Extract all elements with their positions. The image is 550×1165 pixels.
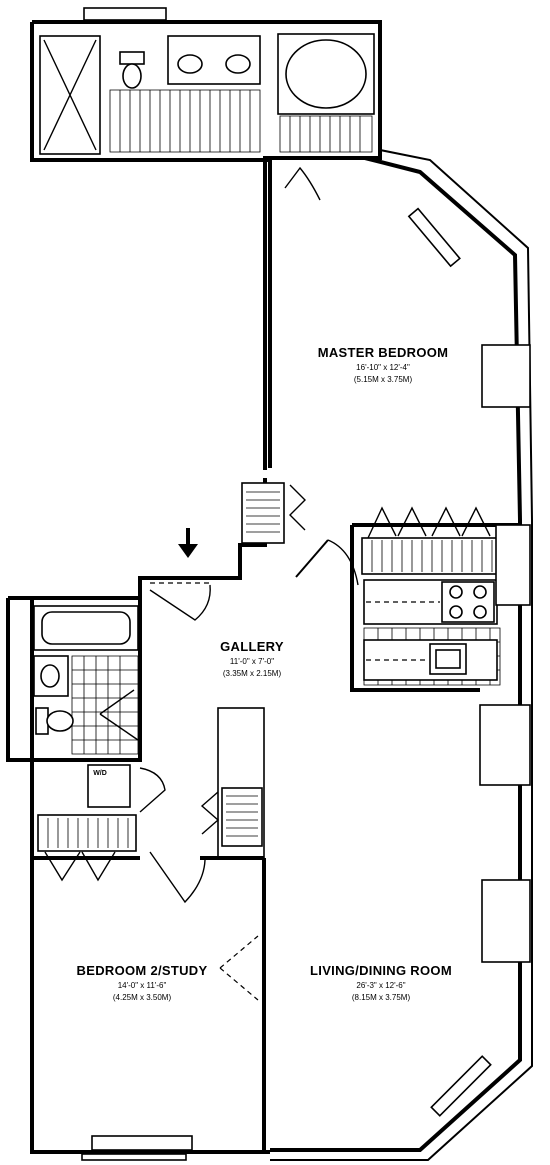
window-unit [430,1055,492,1117]
cooktop-icon [441,581,495,623]
room-label-bedroom-2: BEDROOM 2/STUDY [77,963,208,978]
washer-dryer-label: W/D [93,770,107,777]
pocket-door [219,935,259,1001]
column [495,524,531,606]
burner-icon [473,605,487,619]
burner-icon [473,585,487,599]
room-label-living-dining: LIVING/DINING ROOM [310,963,452,978]
bath-door-swing [284,166,321,201]
room-label-master-bedroom: MASTER BEDROOM [318,345,449,360]
room-dim-gallery: 11'-0" x 7'-0" [230,657,274,666]
toilet-bowl-icon [46,710,74,732]
master-bedroom: MASTER BEDROOM 16'-10" x 12'-4" (5.15M x… [318,207,531,408]
washer-dryer [87,764,131,808]
column [481,344,531,408]
toilet-icon [119,51,145,65]
burner-icon [449,585,463,599]
sink-icon [225,54,251,74]
bath-floor-tile [109,89,373,153]
window-unit [407,207,461,268]
kitchen [350,506,520,692]
column [481,879,531,963]
room-dim-metric-living-dining: (8.15M x 3.75M) [352,993,411,1002]
column [479,704,531,786]
master-bath [39,33,375,201]
gallery-closets [241,482,359,586]
entry-door-swing [149,584,211,621]
room-dim-master-bedroom: 16'-10" x 12'-4" [356,363,410,372]
laundry-closet: W/D [37,707,265,882]
toilet-bowl-icon [122,63,142,89]
closet-shelving [221,787,263,847]
window-unit [91,1135,193,1151]
room-dim-metric-bedroom-2: (4.25M x 3.50M) [113,993,172,1002]
second-bath [30,598,142,762]
room-dim-living-dining: 26'-3" x 12'-6" [356,981,405,990]
room-label-gallery: GALLERY [220,639,284,654]
bedroom-door-swing [149,851,206,904]
burner-icon [449,605,463,619]
bedroom-2: BEDROOM 2/STUDY 14'-0" x 11'-6" (4.25M x… [32,7,266,1161]
living-dining: LIVING/DINING ROOM 26'-3" x 12'-6" (8.15… [310,963,452,1002]
bath-floor-tile [71,655,139,755]
closet-shelving [241,482,285,544]
sink-icon [177,54,203,74]
sink-icon [40,664,60,688]
vanity-counter [33,655,69,697]
shower-stall [39,35,101,155]
room-dim-bedroom-2: 14'-0" x 11'-6" [118,981,167,990]
window-unit [83,7,167,21]
entry-arrow-icon [178,528,198,558]
room-dim-metric-master-bedroom: (5.15M x 3.75M) [354,375,413,384]
room-dim-metric-gallery: (3.35M x 2.15M) [223,669,282,678]
closet-shelving [37,814,137,852]
window-unit [81,1153,187,1161]
